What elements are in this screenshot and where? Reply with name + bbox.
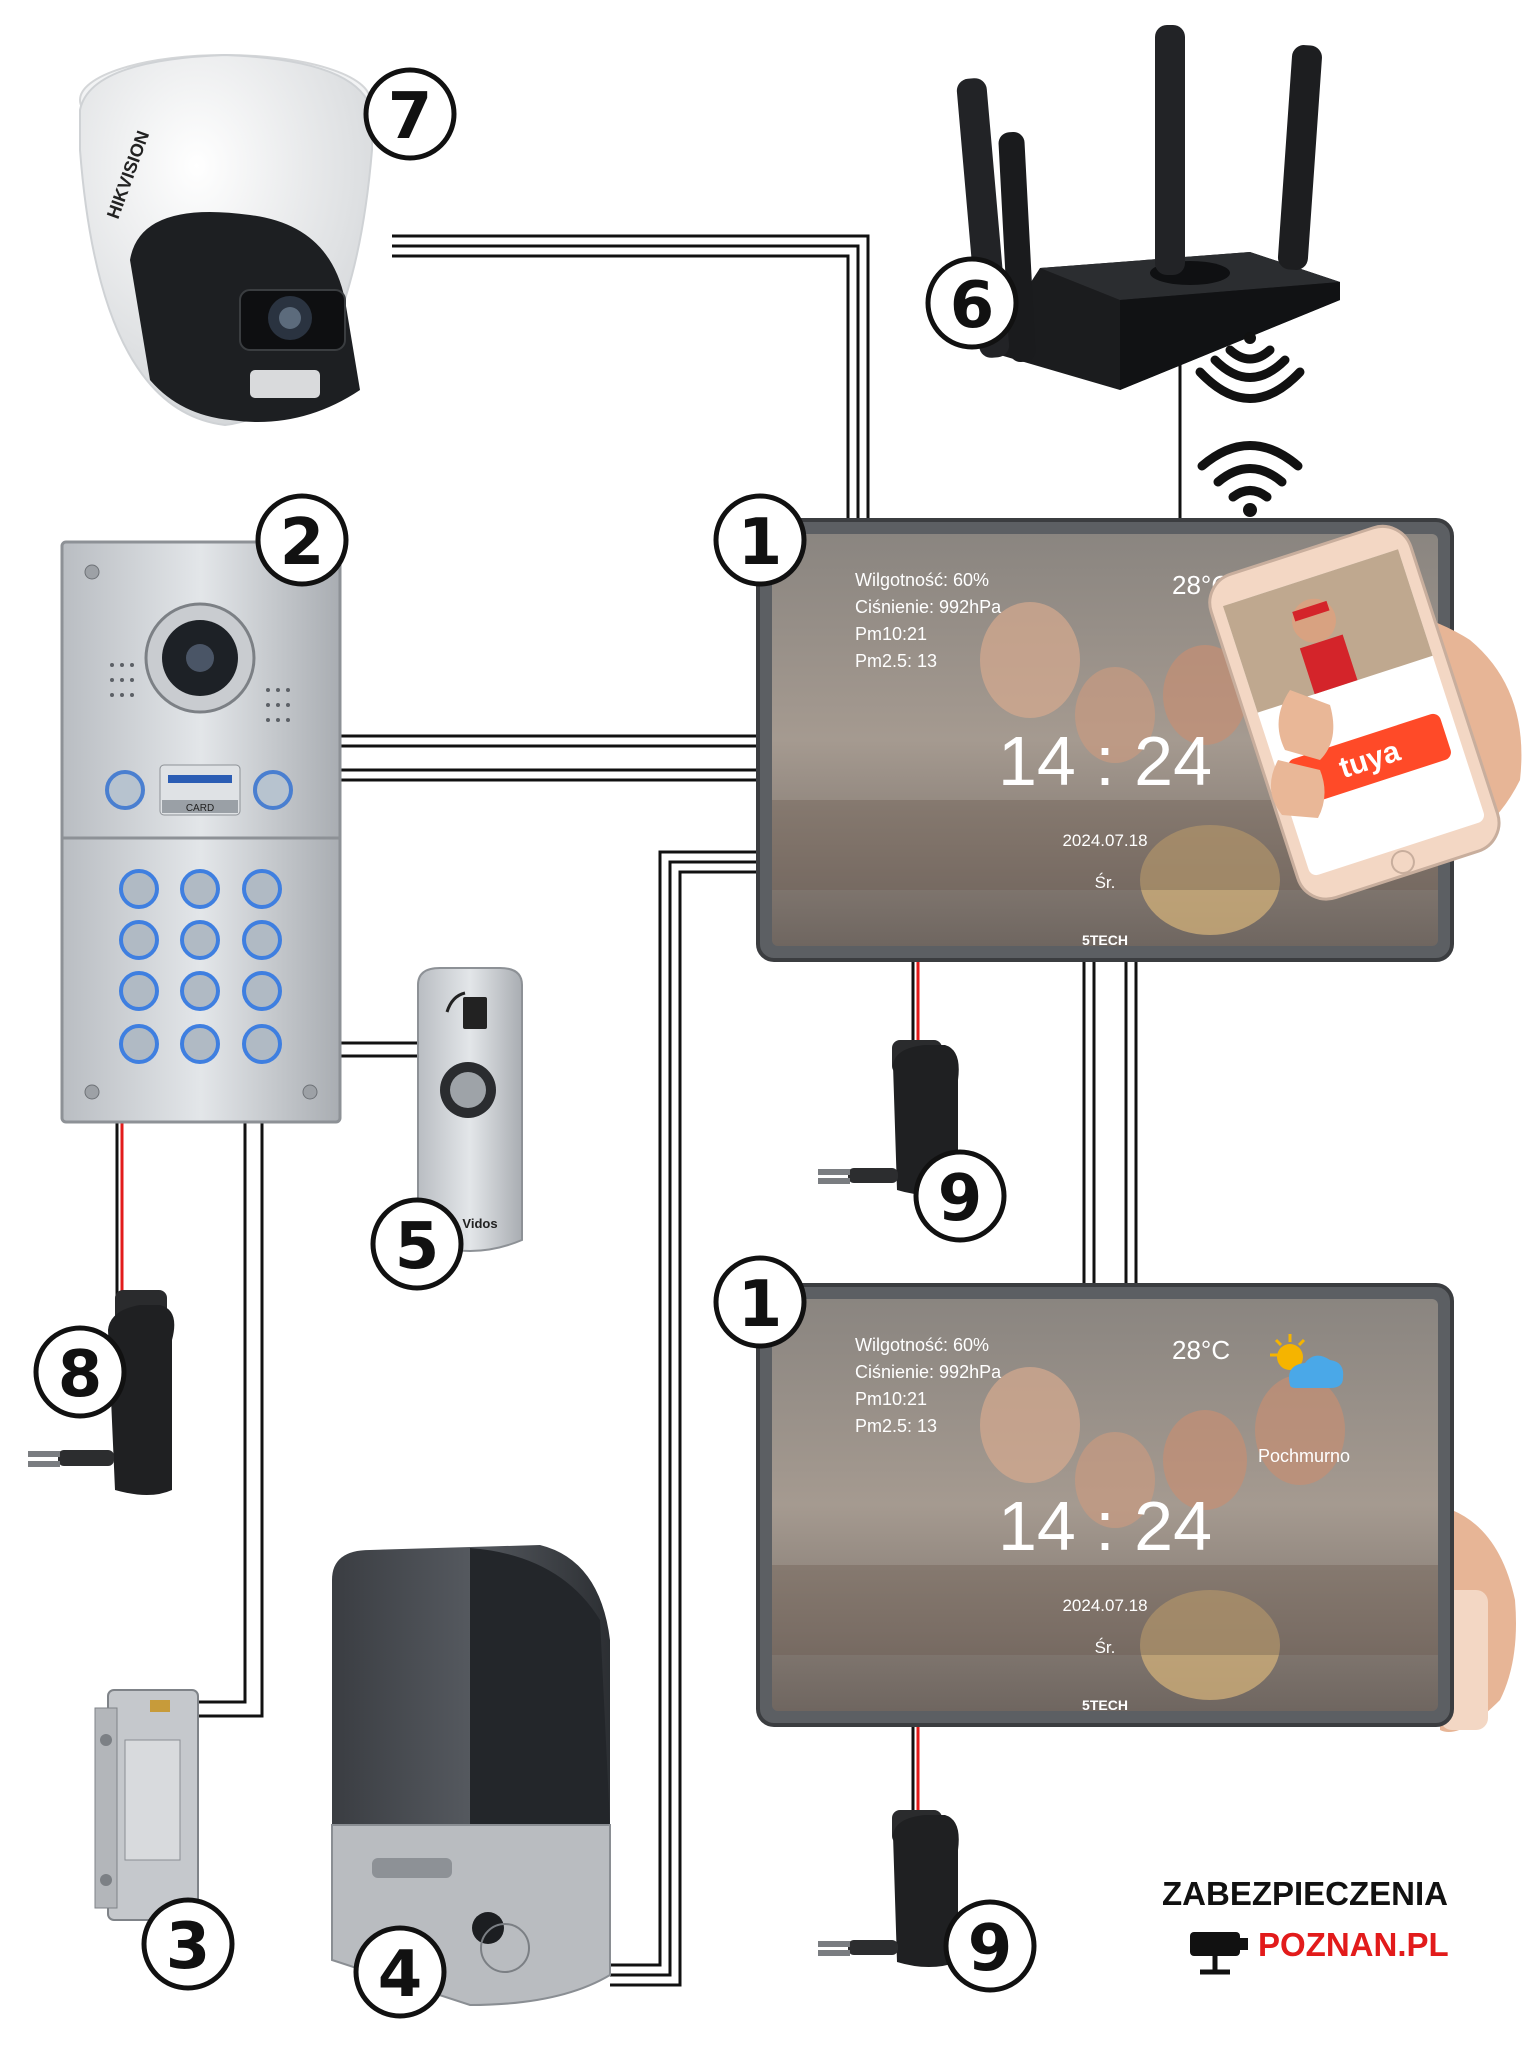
svg-text:3: 3 bbox=[166, 1910, 211, 1984]
date-text: 2024.07.18 bbox=[1062, 831, 1147, 850]
electric-strike bbox=[94, 1689, 199, 1921]
badge-door-station: 2 bbox=[255, 493, 349, 587]
monitor-bottom: Wilgotność: 60% Ciśnienie: 992hPa Pm10:2… bbox=[756, 1283, 1454, 1727]
clock-time: 14 : 24 bbox=[998, 1487, 1212, 1565]
badge-psu-monitor-bottom: 9 bbox=[943, 1899, 1037, 1993]
power-wire-monitor-bottom bbox=[911, 1720, 920, 1815]
badge-camera: 7 bbox=[363, 67, 457, 161]
svg-text:6: 6 bbox=[950, 269, 995, 343]
svg-text:9: 9 bbox=[968, 1912, 1013, 1986]
svg-text:8: 8 bbox=[58, 1338, 103, 1412]
power-supply-door-station bbox=[28, 1290, 175, 1495]
card-label: CARD bbox=[186, 803, 214, 814]
svg-text:4: 4 bbox=[378, 1938, 423, 2012]
power-supply-monitor-bottom bbox=[818, 1810, 959, 1967]
svg-text:7: 7 bbox=[388, 80, 433, 154]
humidity-text: Wilgotność: 60% bbox=[855, 570, 989, 590]
badge-monitor-top: 1 bbox=[713, 493, 807, 587]
humidity-text: Wilgotność: 60% bbox=[855, 1335, 989, 1355]
badge-exit-button: 5 bbox=[370, 1197, 464, 1291]
badge-psu-monitor-top: 9 bbox=[913, 1149, 1007, 1243]
wifi-icon bbox=[1197, 441, 1303, 517]
monitor-brand: 5TECH bbox=[1082, 932, 1128, 948]
router bbox=[956, 25, 1340, 390]
monitor-brand: 5TECH bbox=[1082, 1697, 1128, 1713]
wire-doorstation-monitor bbox=[340, 734, 760, 782]
smartphone-app: tuya bbox=[1208, 524, 1522, 901]
badge-psu-door: 8 bbox=[33, 1325, 127, 1419]
wire-monitor-gate-motor bbox=[610, 850, 760, 1987]
pm25-text: Pm2.5: 13 bbox=[855, 1416, 937, 1436]
pm10-text: Pm10:21 bbox=[855, 624, 927, 644]
dome-camera: HIKVISION bbox=[79, 53, 373, 427]
company-logo: ZABEZPIECZENIA POZNAN.PL bbox=[1162, 1875, 1449, 1975]
gate-motor bbox=[331, 1545, 611, 2007]
badge-electric-strike: 3 bbox=[141, 1897, 235, 1991]
exit-button-brand: Vidos bbox=[462, 1216, 497, 1231]
pressure-text: Ciśnienie: 992hPa bbox=[855, 1362, 1002, 1382]
logo-line1: ZABEZPIECZENIA bbox=[1162, 1875, 1448, 1912]
date-text: 2024.07.18 bbox=[1062, 1596, 1147, 1615]
pm25-text: Pm2.5: 13 bbox=[855, 651, 937, 671]
svg-text:5: 5 bbox=[395, 1210, 440, 1284]
temperature-text: 28°C bbox=[1172, 1335, 1230, 1365]
clock-time: 14 : 24 bbox=[998, 722, 1212, 800]
badge-gate-motor: 4 bbox=[353, 1925, 447, 2019]
pm10-text: Pm10:21 bbox=[855, 1389, 927, 1409]
weather-partly-cloudy-icon bbox=[1270, 1334, 1344, 1388]
wire-monitors-link bbox=[1082, 960, 1138, 1285]
wire-doorstation-strike bbox=[195, 1120, 264, 1718]
power-wire-doorstation bbox=[115, 1120, 124, 1298]
exit-button: Vidos bbox=[417, 967, 523, 1252]
day-text: Śr. bbox=[1095, 873, 1116, 892]
svg-text:1: 1 bbox=[738, 506, 783, 580]
power-wire-monitor-top bbox=[911, 960, 920, 1045]
svg-text:2: 2 bbox=[280, 506, 325, 580]
day-text: Śr. bbox=[1095, 1638, 1116, 1657]
wire-camera-monitor bbox=[392, 234, 870, 522]
badge-monitor-bottom: 1 bbox=[713, 1255, 807, 1349]
cctv-camera-icon bbox=[1190, 1932, 1248, 1975]
pressure-text: Ciśnienie: 992hPa bbox=[855, 597, 1002, 617]
keypad bbox=[119, 869, 282, 1064]
badge-router: 6 bbox=[925, 256, 1019, 350]
logo-line2: POZNAN.PL bbox=[1258, 1926, 1449, 1963]
svg-text:1: 1 bbox=[738, 1268, 783, 1342]
wireless-signal-icon bbox=[1195, 332, 1305, 403]
wire-doorstation-exitbutton bbox=[340, 1041, 418, 1058]
weather-text: Pochmurno bbox=[1258, 1446, 1350, 1466]
svg-text:9: 9 bbox=[938, 1162, 983, 1236]
